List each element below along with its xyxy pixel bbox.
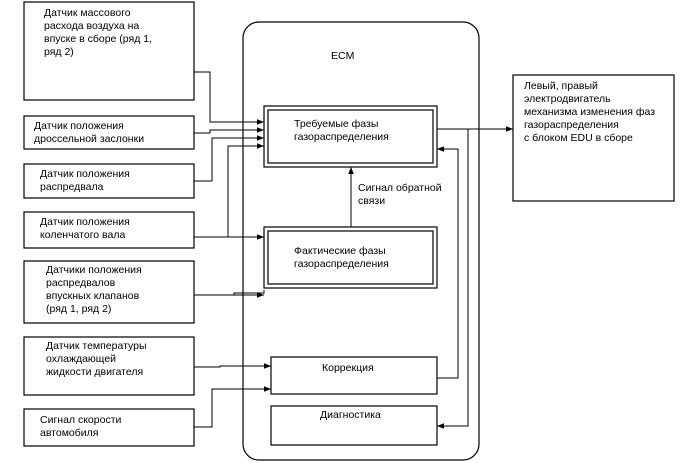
wire-speed-to-correction: [194, 386, 271, 428]
block-correction-label: Коррекция: [322, 362, 374, 374]
input-vehicle-speed-signal: Сигнал скорости автомобиля: [23, 408, 195, 447]
block-target-valve-timing-label: Требуемые фазы газораспределения: [294, 118, 389, 143]
input-mass-air-flow-sensor: Датчик массового расхода воздуха на впус…: [23, 1, 195, 101]
wire-crankshaft-to-target: [227, 143, 264, 237]
feedback-signal-label: Сигнал обратной связи: [358, 182, 445, 207]
input-camshaft-position-sensor-label: Датчик положения распредвала: [40, 168, 133, 193]
wire-throttle-to-target: [194, 127, 264, 134]
output-vvt-motor-edu-assembly: Левый, правый электродвигатель механизма…: [512, 74, 675, 202]
connections: [194, 71, 513, 429]
block-diagnosis: Диагностика: [270, 405, 438, 446]
input-crankshaft-position-sensor-label: Датчик положения коленчатого вала: [40, 216, 133, 241]
input-crankshaft-position-sensor: Датчик положения коленчатого вала: [23, 211, 195, 249]
ecm-title: ECM: [331, 50, 354, 62]
input-intake-camshaft-position-sensors-label: Датчики положения распредвалов впускных …: [46, 264, 145, 315]
wire-coolant-to-correction: [194, 363, 271, 369]
block-actual-valve-timing-label: Фактические фазы газораспределения: [294, 245, 389, 270]
wire-output-to-diagnosis: [437, 129, 469, 429]
output-vvt-motor-edu-assembly-label: Левый, правый электродвигатель механизма…: [524, 80, 658, 144]
input-throttle-position-sensor-label: Датчик положения дроссельной заслонки: [34, 120, 144, 145]
input-coolant-temperature-sensor: Датчик температуры охлаждающей жидкости …: [23, 336, 195, 396]
block-diagnosis-label: Диагностика: [320, 409, 381, 421]
block-target-valve-timing: Требуемые фазы газораспределения: [263, 105, 438, 168]
input-coolant-temperature-sensor-label: Датчик температуры охлаждающей жидкости …: [46, 340, 149, 378]
input-throttle-position-sensor: Датчик положения дроссельной заслонки: [23, 115, 195, 150]
wire-camshaft-to-target: [194, 135, 264, 182]
input-intake-camshaft-position-sensors: Датчики положения распредвалов впускных …: [23, 260, 195, 324]
input-vehicle-speed-signal-label: Сигнал скорости автомобиля: [40, 414, 124, 439]
input-mass-air-flow-sensor-label: Датчик массового расхода воздуха на впус…: [44, 7, 155, 58]
input-camshaft-position-sensor: Датчик положения распредвала: [23, 163, 195, 199]
block-correction: Коррекция: [270, 356, 438, 395]
wire-maf-to-target: [194, 71, 264, 125]
block-actual-valve-timing: Фактические фазы газораспределения: [263, 226, 438, 289]
wire-correction-to-target: [437, 146, 459, 379]
